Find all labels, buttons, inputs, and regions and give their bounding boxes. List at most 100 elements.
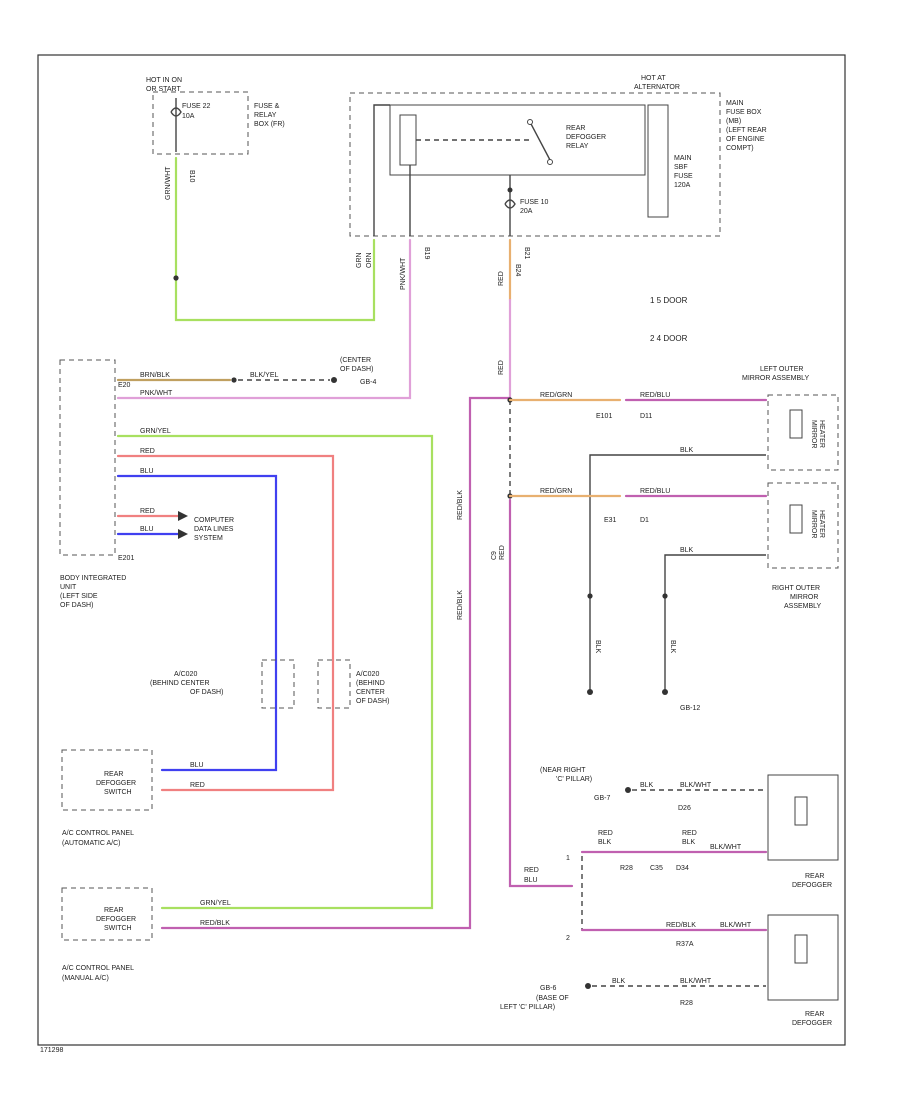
pin-b19: B19 [423, 247, 430, 260]
green-wire-manual-ac [116, 434, 434, 910]
rear-defogger-2-label-2: DEFOGGER [792, 1020, 832, 1027]
rear-defogger-2-label: REAR [805, 1011, 824, 1018]
wire-grn-wht-label: GRN/WHT [165, 166, 172, 200]
note-2-marker: 2 [566, 935, 570, 942]
purple-wire-bus-lower [508, 498, 574, 888]
relay-contact-b [547, 159, 553, 165]
wire-red-label-7: RED [524, 867, 539, 874]
ac-panel-manual-label-2: (MANUAL A/C) [62, 975, 109, 982]
fuse-relay-label-3: BOX (FR) [254, 121, 285, 128]
biu-label-3: (LEFT SIDE [60, 593, 98, 600]
near-right-pillar-label-2: 'C' PILLAR) [556, 776, 592, 783]
left-mirror-ground-wire [589, 454, 766, 690]
hot-at-label: HOT AT [641, 75, 666, 82]
gb4-ground [331, 377, 337, 383]
rear-defogger-1-label: REAR [805, 873, 824, 880]
wire-red-blu-label-2: RED/BLU [640, 488, 670, 495]
footer-code: 171298 [40, 1047, 63, 1054]
ac020-left-label-2: (BEHIND CENTER [150, 680, 210, 687]
pin-e101: E101 [596, 413, 612, 420]
rear-defogger-relay-label-3: RELAY [566, 143, 589, 150]
rear-defogger-sw-label: REAR [104, 771, 123, 778]
pin-e31: E31 [604, 517, 617, 524]
wire-red-label-5: RED [190, 782, 205, 789]
gb7-label: GB-7 [594, 795, 610, 802]
right-mirror-assembly [767, 482, 839, 569]
wire-blk-label-7: BLK [682, 839, 696, 846]
ground-terminal-2 [662, 689, 668, 695]
fuse-relay-label-2: RELAY [254, 112, 277, 119]
purple-wire-manual-ac [160, 396, 512, 930]
wire-pnk-wht-label: PNK/WHT [400, 257, 407, 290]
wire-blk-wht-label: BLK/WHT [680, 782, 712, 789]
green-wire-fuse22 [174, 156, 376, 322]
hot-in-on-label: HOT IN ON [146, 77, 182, 84]
alternator-label: ALTERNATOR [634, 84, 680, 91]
wire-red-grn-label: RED/GRN [540, 392, 572, 399]
base-left-pillar-label-2: LEFT 'C' PILLAR) [500, 1004, 555, 1011]
near-right-pillar-label: (NEAR RIGHT [540, 767, 586, 774]
ac020-right-label-3: CENTER [356, 689, 385, 696]
left-mirror-label: LEFT OUTER [760, 366, 803, 373]
rear-defogger-1 [767, 774, 839, 861]
pin-r28b: R28 [680, 1000, 693, 1007]
ac020-right-label-2: (BEHIND [356, 680, 385, 687]
right-mirror-label: RIGHT OUTER [772, 585, 820, 592]
ac-panel-auto-label: A/C CONTROL PANEL [62, 830, 134, 837]
biu-label-2: UNIT [60, 584, 77, 591]
rear-defogger-sw-m-label-2: DEFOGGER [96, 916, 136, 923]
right-mirror-ground-wire [664, 554, 766, 690]
pin-b21: B21 [523, 247, 530, 260]
main-fuse-box-label-3: (MB) [726, 118, 741, 125]
fuse-10-label: FUSE 10 [520, 199, 549, 206]
wire-red-blu-label: RED/BLU [640, 392, 670, 399]
base-left-pillar-label: (BASE OF [536, 995, 569, 1002]
center-dash-label-2: OF DASH) [340, 366, 373, 373]
wire-blk-label-3: BLK [594, 640, 601, 654]
pin-b10: B10 [188, 170, 195, 183]
wire-red-grn-label-2: RED/GRN [540, 488, 572, 495]
wire-blk-wht-label-3: BLK/WHT [720, 922, 752, 929]
data-arrow-2 [178, 529, 188, 539]
ac020-left-label-3: OF DASH) [190, 689, 223, 696]
fuse-22-label: FUSE 22 [182, 103, 211, 110]
main-fuse-box-label-4: (LEFT REAR [726, 127, 767, 134]
biu-label-4: OF DASH) [60, 602, 93, 609]
pink-wire-relay-coil [116, 238, 412, 400]
wire-grn-label: GRN [356, 252, 363, 268]
rear-defogger-sw-m-label-3: SWITCH [104, 925, 132, 932]
ac020-left-label: A/C020 [174, 671, 197, 678]
relay-contact-a [527, 119, 533, 125]
fuse-relay-box-fr [152, 91, 249, 155]
pin-r37a: R37A [676, 941, 694, 948]
wire-blk-yel-label: BLK/YEL [250, 372, 279, 379]
relay-switch [529, 121, 551, 161]
pin-d1: D1 [640, 517, 649, 524]
ground-terminal-1 [587, 689, 593, 695]
main-sbf-label-2: SBF [674, 164, 688, 171]
rear-defogger-2-element [794, 934, 808, 964]
wire-blk-wht-label-2: BLK/WHT [710, 844, 742, 851]
main-fuse-box-label-2: FUSE BOX [726, 109, 762, 116]
gb4-label: GB-4 [360, 379, 376, 386]
left-mirror-assembly [767, 394, 839, 471]
or-start-label: OR START [146, 86, 181, 93]
wire-pnk-wht-label-2: PNK/WHT [140, 390, 173, 397]
center-dash-label: (CENTER [340, 357, 371, 364]
relay-coil [399, 114, 417, 166]
right-mirror-heater-element [789, 504, 803, 534]
pin-d11: D11 [640, 413, 652, 420]
wire-red-blk-label-2: RED/BLK [457, 490, 464, 520]
ground-node-2 [662, 593, 668, 599]
wire-orn-label: ORN [366, 252, 373, 268]
fuse-relay-label: FUSE & [254, 103, 280, 110]
wire-blk-label-6: BLK [598, 839, 612, 846]
ac020-right-label: A/C020 [356, 671, 379, 678]
fuse-22-symbol [170, 107, 182, 117]
rear-defogger-sw-label-2: DEFOGGER [96, 780, 136, 787]
right-mirror-heater-label: MIRROR [810, 510, 817, 538]
wire-blu-label-4: BLU [524, 877, 538, 884]
brn-wire-node [231, 377, 237, 383]
pin-r28: R28 [620, 865, 633, 872]
